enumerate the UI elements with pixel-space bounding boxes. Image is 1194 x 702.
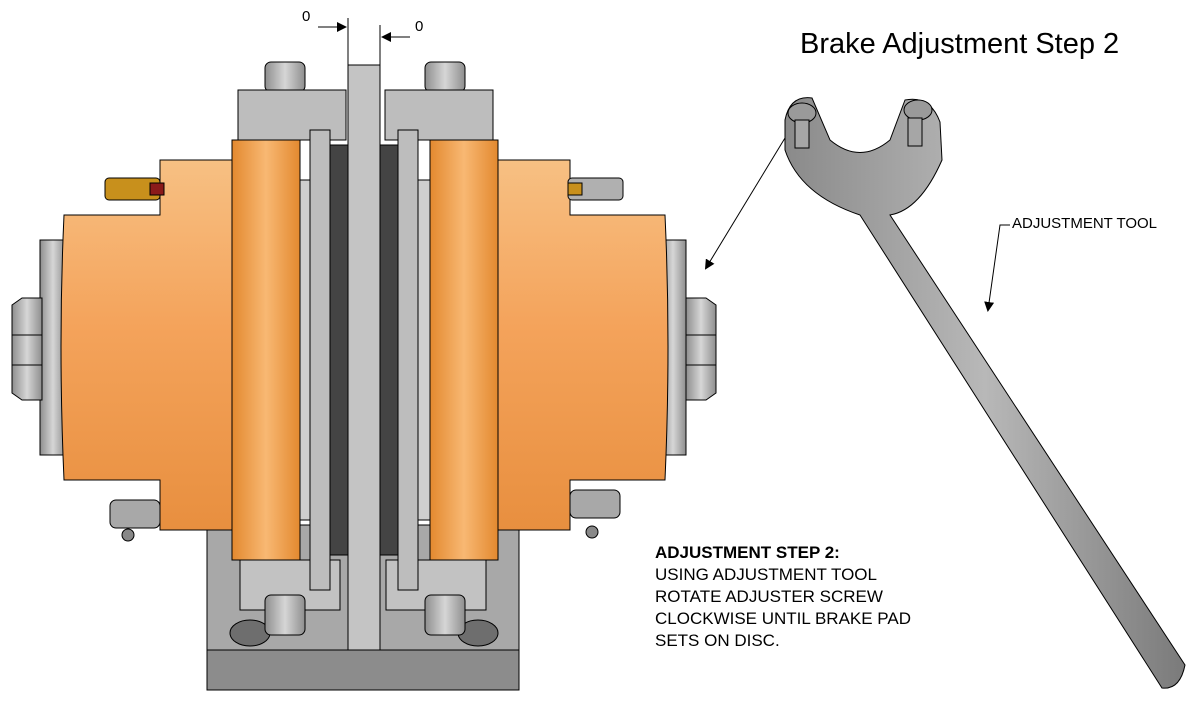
tool-engage-arrow — [704, 137, 786, 270]
left-caliper — [60, 139, 315, 561]
brake-pads — [309, 129, 419, 591]
adjustment-tool-label: ADJUSTMENT TOOL — [1012, 215, 1158, 232]
mounting-brackets — [237, 89, 494, 141]
top-bolts — [264, 61, 466, 636]
gap-dimension — [318, 18, 410, 65]
instructions-heading: ADJUSTMENT STEP 2: — [655, 543, 840, 562]
page-title: Brake Adjustment Step 2 — [800, 28, 1120, 60]
tool-label-leader — [984, 224, 1010, 312]
instructions-line: SETS ON DISC. — [655, 631, 780, 650]
right-gap-dimension: 0 — [415, 18, 424, 35]
left-gap-dimension: 0 — [302, 8, 311, 25]
bottom-fittings — [109, 489, 621, 542]
instructions-line: USING ADJUSTMENT TOOL — [655, 565, 877, 584]
adjustment-tool-drawing — [784, 97, 1186, 689]
brake-disc — [347, 64, 381, 651]
instructions-line: ROTATE ADJUSTER SCREW — [655, 587, 883, 606]
instructions-line: CLOCKWISE UNTIL BRAKE PAD — [655, 609, 911, 628]
adjustment-instructions: ADJUSTMENT STEP 2: USING ADJUSTMENT TOOL… — [655, 542, 911, 652]
brass-fittings — [104, 177, 624, 201]
right-caliper — [415, 139, 669, 561]
